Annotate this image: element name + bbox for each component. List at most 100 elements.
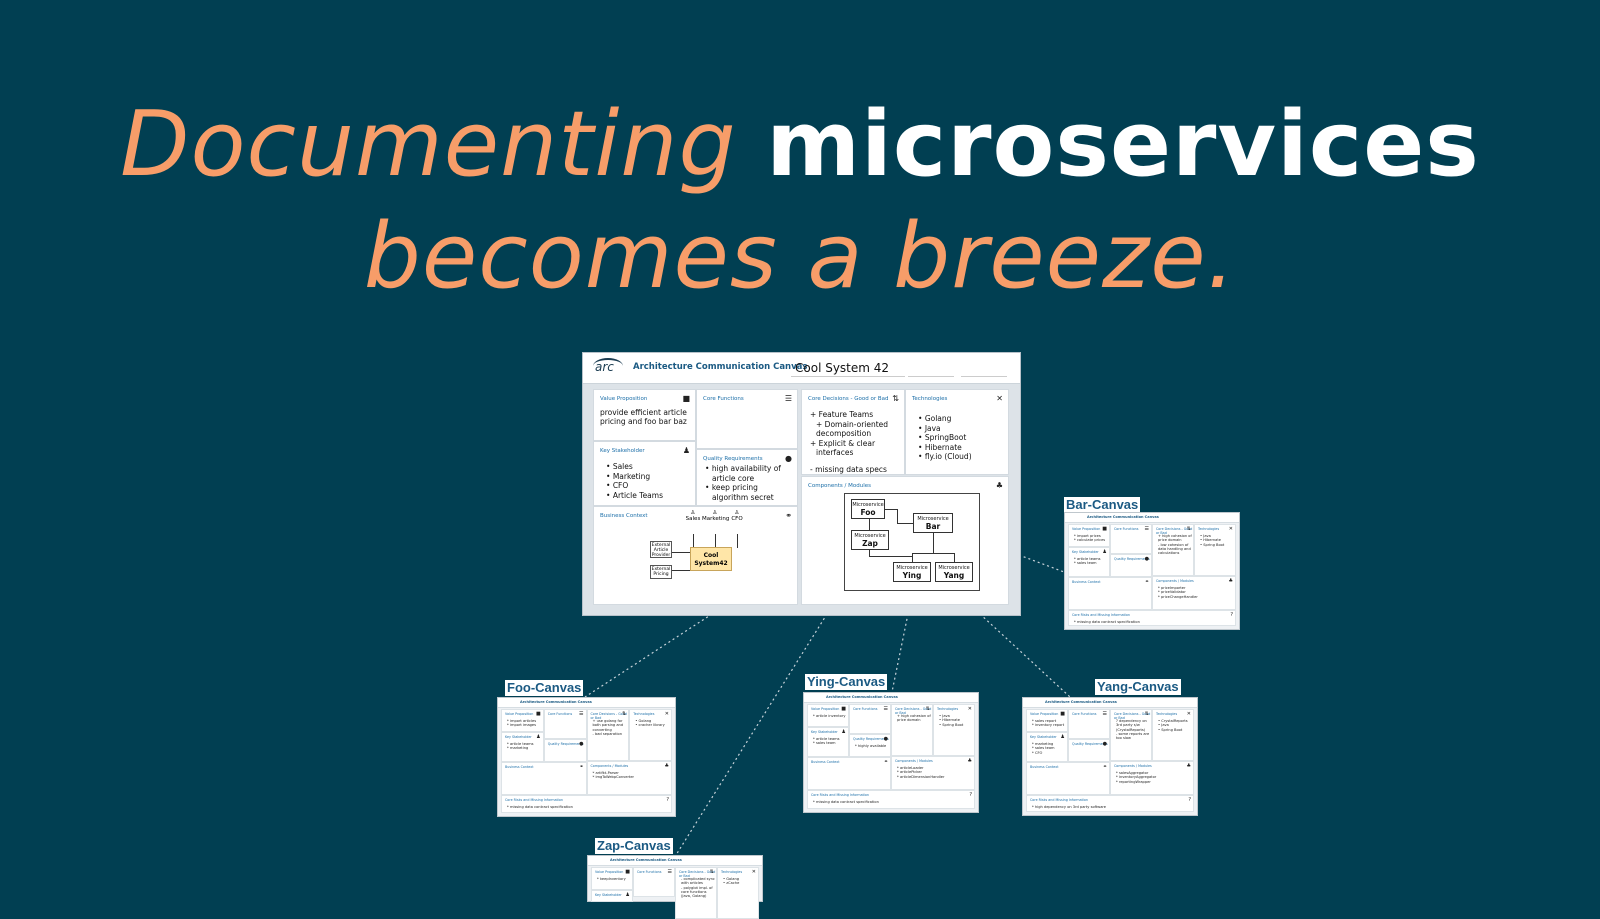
technologies-cell: Technologies ✕ • Golang • Java • SpringB… bbox=[905, 389, 1009, 475]
text-line: • zCache bbox=[723, 881, 740, 886]
mini-value-proposition: Value Proposition■* article inventory bbox=[807, 704, 849, 727]
quality-item: • high availability of bbox=[705, 464, 781, 473]
question-icon: ? bbox=[666, 797, 669, 803]
people-icon: ♟ bbox=[1060, 734, 1065, 740]
text-line: 3rd party s/w bbox=[1116, 723, 1140, 728]
mini-components: Components / Modules♣* articleLoader* ar… bbox=[891, 756, 975, 790]
mini-technologies-label: Technologies bbox=[937, 707, 959, 711]
mini-value-proposition-text: * sales report* inventory report bbox=[1032, 719, 1064, 728]
core-decisions-list: + Feature Teams + Domain-oriented decomp… bbox=[810, 410, 888, 474]
text-line: - polyglot impl. of bbox=[681, 885, 713, 890]
mini-canvas-header: Architecture Communication Canvas bbox=[588, 856, 762, 866]
actor-sales: ♙Sales bbox=[680, 510, 706, 522]
link-icon: ⚭ bbox=[1144, 579, 1149, 585]
cool-system-node: Cool System42 bbox=[690, 547, 732, 571]
mini-quality-requirements: Quality Requirements●* highly available bbox=[849, 734, 891, 757]
text-line: * article teams bbox=[813, 737, 840, 741]
mini-core-functions: Core Functions☰ bbox=[633, 867, 675, 897]
text-line: * inventoryAggregator bbox=[1116, 775, 1157, 780]
external-article-provider: External Article Provider bbox=[650, 541, 672, 558]
text-line: • Spring Boot bbox=[1200, 542, 1225, 547]
mini-canvas-title: Foo-Canvas bbox=[505, 680, 584, 696]
text-line: * article teams bbox=[507, 742, 534, 746]
mini-quality-requirements-label: Quality Requirements bbox=[547, 742, 584, 746]
mini-key-stakeholder-label: Key Stakeholder bbox=[811, 730, 838, 734]
mini-core-functions-label: Core Functions bbox=[1114, 527, 1139, 531]
mini-core-decisions: Core Decisions - Good or Bad⇅+ use golan… bbox=[586, 709, 630, 761]
mini-core-functions-label: Core Functions bbox=[547, 712, 573, 716]
list-icon: ☰ bbox=[883, 706, 888, 712]
connector-lines bbox=[584, 554, 1071, 856]
mini-core-decisions: Core Decisions - Good or Bad⇅- complicat… bbox=[675, 867, 717, 919]
text-line: - complicated sync bbox=[681, 877, 715, 881]
mini-core-decisions-text: + use golang for both parsing and conver… bbox=[593, 719, 624, 736]
mini-canvas-header-title: Architecture Communication Canvas bbox=[610, 858, 682, 862]
question-icon: ? bbox=[969, 792, 972, 798]
gauge-icon: ● bbox=[1102, 741, 1107, 747]
list-icon: ☰ bbox=[1144, 526, 1149, 532]
text-line: • Hibernate bbox=[939, 718, 960, 723]
core-functions-label: Core Functions bbox=[703, 396, 744, 402]
text-line: * import images bbox=[507, 723, 537, 728]
mini-business-context: Business Context⚭ bbox=[807, 757, 891, 790]
text-line: • Java bbox=[1158, 723, 1169, 728]
decision-item: decomposition bbox=[816, 429, 872, 438]
list-icon: ☰ bbox=[1102, 711, 1107, 717]
decision-item: + Domain-oriented bbox=[816, 419, 889, 429]
quality-item: algorithm secret bbox=[712, 492, 774, 502]
value-proposition-text: provide efficient article pricing and fo… bbox=[600, 408, 687, 426]
header-field bbox=[961, 358, 1007, 377]
mini-business-context: Business Context⚭ bbox=[1068, 577, 1152, 610]
mini-value-proposition: Value Proposition■* import prices* calcu… bbox=[1068, 524, 1110, 547]
arc-logo-text: arc bbox=[595, 360, 614, 374]
headline-light-text: Documenting bbox=[120, 92, 737, 197]
mini-components: Components / Modules♣* priceImporter* pr… bbox=[1152, 576, 1236, 610]
core-decisions-cell: Core Decisions - Good or Bad ⇅ + Feature… bbox=[801, 389, 905, 475]
text-line: * priceValidator bbox=[1158, 590, 1186, 595]
mini-core-risks: Core Risks and Missing Information?* mis… bbox=[501, 795, 672, 813]
mini-key-stakeholder-label: Key Stakeholder bbox=[1030, 735, 1057, 739]
mini-quality-requirements: Quality Requirements● bbox=[1068, 739, 1110, 762]
mini-technologies-text: • Golang• zCache bbox=[723, 877, 739, 886]
briefcase-icon: ■ bbox=[625, 869, 630, 875]
mini-key-stakeholder: Key Stakeholder♟ bbox=[591, 890, 633, 902]
text-line: * sales report bbox=[1032, 719, 1057, 723]
mini-key-stakeholder-label: Key Stakeholder bbox=[505, 735, 532, 739]
person-icon: ♙ bbox=[712, 510, 718, 516]
text-line: * import articles bbox=[507, 719, 537, 723]
mini-core-risks-text: * missing data contract specification bbox=[507, 805, 573, 809]
text-line: * calculate prices bbox=[1074, 538, 1106, 543]
line-to-zap bbox=[675, 613, 828, 856]
stakeholder-item: • Sales bbox=[606, 462, 633, 471]
gauge-icon: ● bbox=[1144, 556, 1149, 562]
decision-item: + Explicit & clear bbox=[810, 438, 876, 448]
quality-requirements-label: Quality Requirements bbox=[703, 456, 763, 462]
mini-canvas-header: Architecture Communication Canvas bbox=[1023, 698, 1197, 708]
mini-value-proposition-text: * import prices* calculate prices bbox=[1074, 534, 1105, 543]
quality-item: article core bbox=[712, 473, 755, 483]
text-line: * missing data contract specification bbox=[507, 805, 573, 809]
mini-quality-requirements: Quality Requirements● bbox=[1110, 554, 1152, 577]
mini-canvas-title: Ying-Canvas bbox=[805, 674, 888, 690]
mini-core-decisions: Core Decisions - Good or Bad⇅+ high cohe… bbox=[891, 704, 933, 756]
text-line: * article inventory bbox=[813, 714, 846, 718]
text-line: with articles bbox=[681, 881, 703, 886]
sort-arrows-icon: ⇅ bbox=[1186, 526, 1191, 532]
text-line: calculations bbox=[1158, 551, 1180, 556]
mini-components-label: Components / Modules bbox=[1156, 579, 1194, 583]
mini-canvas-title: Bar-Canvas bbox=[1064, 497, 1141, 513]
core-functions-cell: Core Functions ☰ bbox=[696, 389, 798, 449]
mini-core-decisions-label: Core Decisions - Good or Bad bbox=[1114, 712, 1151, 720]
technology-item: • Java bbox=[918, 423, 941, 433]
mini-technologies: Technologies✕• Golang• cracher library bbox=[629, 709, 672, 761]
headline-bold-text: microservices bbox=[766, 92, 1480, 197]
text-line: • Golang bbox=[635, 719, 652, 723]
sort-arrows-icon: ⇅ bbox=[709, 869, 714, 875]
briefcase-icon: ■ bbox=[1060, 711, 1065, 717]
text-line: • Java bbox=[939, 714, 950, 718]
headline-line-2: becomes a breeze. bbox=[363, 204, 1237, 309]
mini-quality-requirements-label: Quality Requirements bbox=[1072, 742, 1108, 746]
